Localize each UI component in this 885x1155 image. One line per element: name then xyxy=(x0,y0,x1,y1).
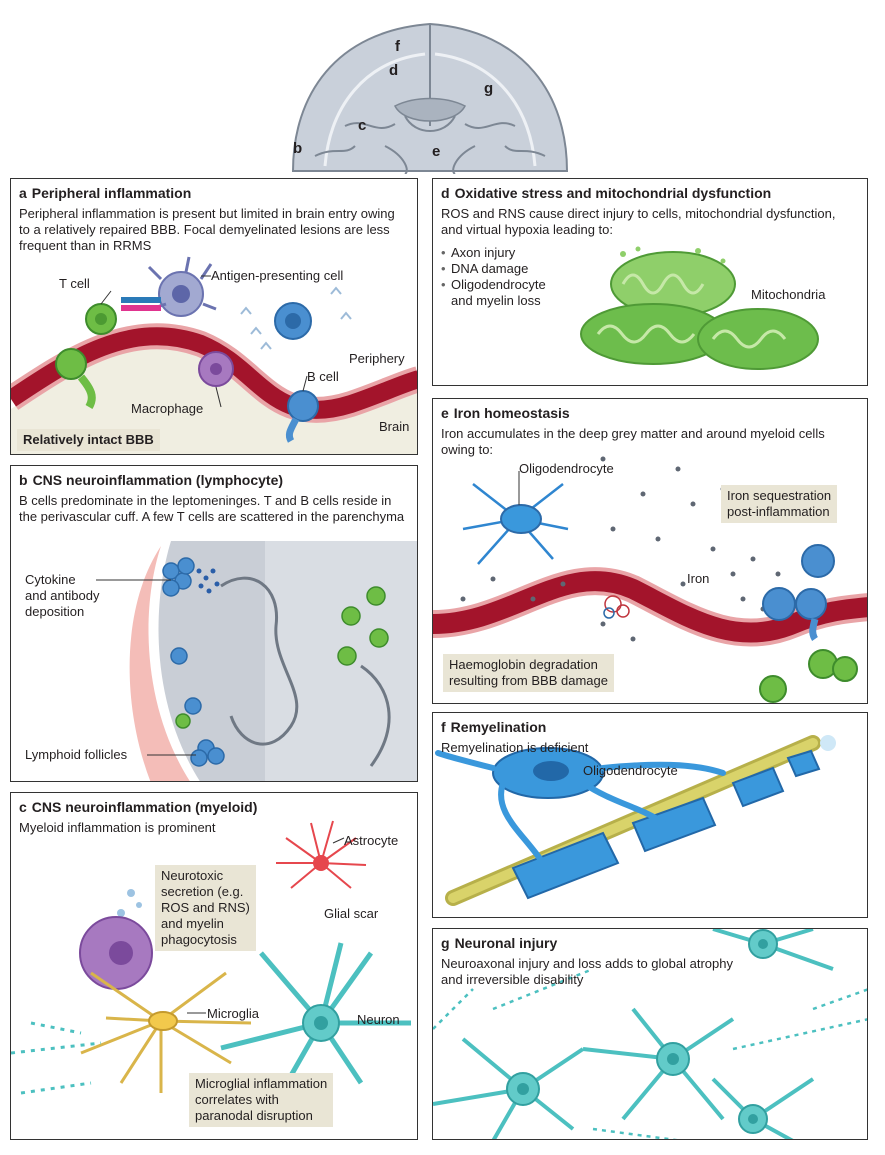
panel-a-label-brain: Brain xyxy=(379,419,410,434)
panel-g-letter: g xyxy=(441,935,450,951)
panel-a-note-intact-bbb: Relatively intact BBB xyxy=(17,429,160,451)
panel-a-label-periphery: Periphery xyxy=(349,351,405,366)
panel-e-title-text: Iron homeostasis xyxy=(453,405,570,421)
panel-e-description: Iron accumulates in the deep grey matter… xyxy=(441,426,825,457)
panel-g-description: Neuroaxonal injury and loss adds to glob… xyxy=(441,956,733,987)
panel-a-letter: a xyxy=(19,185,27,201)
brain-section-illustration xyxy=(285,6,575,174)
panel-c-label-astrocyte: Astrocyte xyxy=(344,833,399,848)
panel-g-illustration xyxy=(433,929,867,1139)
panel-c-illustration xyxy=(11,820,411,1095)
panel-a-illustration xyxy=(11,256,417,454)
brain-label-b: b xyxy=(293,140,303,157)
panel-c-label-neuron: Neuron xyxy=(357,1012,400,1027)
panel-a-label-macrophage: Macrophage xyxy=(131,401,204,416)
panel-c-note-neurotoxic: Neurotoxic secretion (e.g. ROS and RNS) … xyxy=(155,865,256,951)
brain-label-d: d xyxy=(389,62,399,79)
panel-c-description: Myeloid inflammation is prominent xyxy=(19,820,216,835)
panel-b-label-cytokine: Cytokine and antibody deposition xyxy=(25,572,100,619)
panel-e-label-iron: Iron xyxy=(687,571,710,586)
brain-label-f: f xyxy=(395,38,400,55)
panel-e-illustration xyxy=(433,456,867,703)
panel-d-title-text: Oxidative stress and mitochondrial dysfu… xyxy=(454,185,772,201)
brain-label-c: c xyxy=(358,117,367,134)
brain-coronal-section xyxy=(291,22,569,174)
panel-b-illustration xyxy=(96,541,417,781)
panel-e-note-haemoglobin: Haemoglobin degradation resulting from B… xyxy=(443,654,614,692)
panel-f-letter: f xyxy=(441,719,446,735)
panel-e-letter: e xyxy=(441,405,449,421)
panel-d-description: ROS and RNS cause direct injury to cells… xyxy=(441,206,836,237)
panel-e-note-iron-sequestration: Iron sequestration post-inflammation xyxy=(721,485,838,523)
panel-c-label-glial-scar: Glial scar xyxy=(324,906,379,921)
panel-a-title-text: Peripheral inflammation xyxy=(31,185,192,201)
panel-a-label-bcell: B cell xyxy=(307,369,339,384)
panel-c-note-microglial: Microglial inflammation correlates with … xyxy=(189,1073,334,1127)
panel-c-letter: c xyxy=(19,799,27,815)
panel-d-bullet-axon-injury: Axon injury xyxy=(441,245,546,261)
panel-b-letter: b xyxy=(19,472,28,488)
panel-d-bullet-oligodendrocyte-loss: Oligodendrocyte and myelin loss xyxy=(441,277,546,309)
panel-f-description: Remyelination is deficient xyxy=(441,740,589,755)
panel-a-label-tcell: T cell xyxy=(59,276,90,291)
panel-c-title-text: CNS neuroinflammation (myeloid) xyxy=(31,799,258,815)
panel-d-illustration xyxy=(580,246,819,370)
panel-c-label-microglia: Microglia xyxy=(207,1006,260,1021)
panel-a-description: Peripheral inflammation is present but l… xyxy=(19,206,395,253)
panel-a-label-apc: Antigen-presenting cell xyxy=(211,268,344,283)
brain-label-e: e xyxy=(432,143,441,160)
panel-d-bullet-list: Axon injury DNA damage Oligodendrocyte a… xyxy=(441,245,546,309)
panel-b-title-text: CNS neuroinflammation (lymphocyte) xyxy=(32,472,284,488)
panel-b-description: B cells predominate in the leptomeninges… xyxy=(19,493,405,524)
panel-f-label-oligodendrocyte: Oligodendrocyte xyxy=(583,763,678,778)
panel-d-bullet-dna-damage: DNA damage xyxy=(441,261,546,277)
panel-f-illustration xyxy=(435,735,836,906)
panel-f-title-text: Remyelination xyxy=(450,719,547,735)
panel-d-letter: d xyxy=(441,185,450,201)
brain-label-g: g xyxy=(484,80,494,97)
panel-b-label-follicles: Lymphoid follicles xyxy=(25,747,128,762)
panel-d-label-mitochondria: Mitochondria xyxy=(751,287,826,302)
panel-g-title-text: Neuronal injury xyxy=(454,935,558,951)
panel-e-label-oligodendrocyte: Oligodendrocyte xyxy=(519,461,614,476)
